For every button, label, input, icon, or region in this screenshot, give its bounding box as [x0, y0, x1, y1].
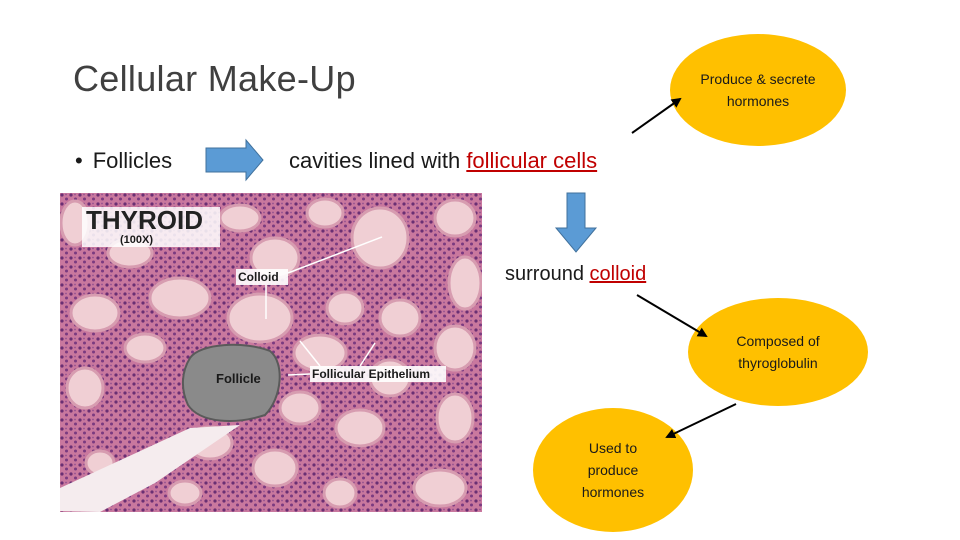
follicular-cells-term: follicular cells	[466, 148, 598, 173]
micrograph-heading: THYROID	[86, 205, 203, 235]
slide-title: Cellular Make-Up	[73, 58, 356, 99]
callout-composed-line-2: thyroglobulin	[738, 355, 818, 371]
micrograph-label-colloid: Colloid	[238, 270, 279, 284]
micrograph-magnification: (100X)	[120, 234, 154, 246]
callout-produce-secrete: Produce & secrete hormones	[670, 34, 846, 146]
colloid-description-prefix: surround	[505, 263, 590, 285]
colloid-description: surround colloid	[505, 263, 646, 286]
colloid-term: colloid	[589, 263, 647, 285]
bullet-marker: •	[75, 148, 83, 173]
callout-composed-of: Composed of thyroglobulin	[688, 298, 868, 406]
arrow-to-produce-callout	[631, 97, 682, 134]
bullet-text: Follicles	[92, 148, 173, 173]
arrow-to-used-callout	[665, 403, 737, 439]
follicle-description: cavities lined with follicular cells	[289, 148, 597, 174]
callout-composed-line-1: Composed of	[736, 333, 820, 349]
arrow-to-composed-callout	[636, 294, 708, 338]
micrograph-label-follicle: Follicle	[216, 371, 261, 386]
callout-used-line-2: produce	[587, 462, 639, 478]
callout-used-line-1: Used to	[588, 440, 638, 456]
micrograph-label-epithelium: Follicular Epithelium	[312, 367, 431, 381]
callout-used-to-produce: Used to produce hormones	[533, 408, 693, 532]
thyroid-micrograph: THYROID (100X) Colloid Follicle Follicul…	[59, 193, 483, 512]
bullet-follicles: • Follicles	[75, 148, 172, 174]
block-arrow-down	[554, 192, 598, 253]
callout-produce-line-1: Produce & secrete	[700, 71, 816, 87]
callout-produce-line-2: hormones	[726, 93, 790, 109]
callout-used-line-3: hormones	[581, 484, 645, 500]
follicle-description-prefix: cavities lined with	[289, 148, 467, 173]
block-arrow-right	[205, 138, 264, 182]
